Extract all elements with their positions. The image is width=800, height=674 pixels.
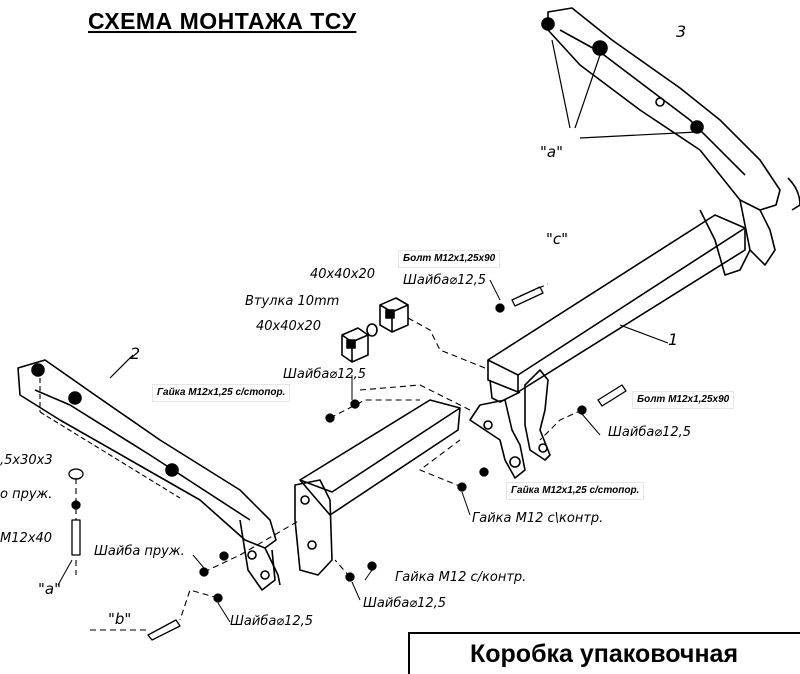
label-washer-left: Шайба⌀12,5	[283, 367, 367, 382]
receiver-tube	[294, 399, 461, 576]
point-label-a-left: "a"	[38, 580, 61, 598]
label-left-spring: о пруж.	[0, 487, 53, 502]
crossbar-1	[469, 214, 746, 479]
part-number-2: 2	[130, 344, 141, 363]
label-nut-counter-bottom: Гайка М12 с/контр.	[395, 570, 527, 585]
package-box: Коробка упаковочная	[408, 632, 800, 674]
part-number-3: 3	[676, 22, 687, 41]
label-spacer-2: 40х40х20	[256, 319, 322, 334]
label-nut-lock-center: Гайка М12х1,25 с/стопор.	[506, 482, 645, 500]
part-number-1: 1	[668, 330, 679, 349]
label-bolt-right: Болт М12х1,25х90	[632, 391, 735, 409]
diagram-title: СХЕМА МОНТАЖА ТСУ	[88, 8, 357, 34]
leader-lines	[57, 279, 601, 623]
label-left-bolt: М12х40	[0, 531, 52, 546]
point-label-c: "c"	[546, 230, 569, 248]
label-washer-right: Шайба⌀12,5	[608, 425, 692, 440]
label-washer-top: Шайба⌀12,5	[403, 273, 487, 288]
label-washer-bottom-center: Шайба⌀12,5	[363, 596, 447, 611]
left-bracket-2	[17, 354, 281, 591]
drawing-lines	[17, 7, 800, 641]
point-label-b: "b"	[108, 610, 132, 628]
label-bolt-top: Болт М12х1,25х90	[398, 250, 501, 268]
assembly-diagram: СХЕМА МОНТАЖА ТСУ 3 1 2 "a" "c" "a" "b" …	[0, 7, 800, 674]
label-nut-lock-left: Гайка М12х1,25 с/стопор.	[152, 384, 291, 402]
label-left-washer-size: ,5х30х3	[0, 453, 53, 468]
label-nut-counter-center: Гайка М12 с\контр.	[472, 511, 604, 526]
label-washer-bottom-left: Шайба⌀12,5	[230, 614, 314, 629]
fasteners	[68, 286, 627, 641]
spacers	[341, 297, 409, 363]
label-spacer-1: 40х40х20	[310, 267, 376, 282]
assembly-lines	[75, 283, 583, 631]
right-bracket-3	[541, 7, 800, 276]
point-label-a-right: "a"	[540, 143, 563, 161]
label-sleeve: Втулка 10mm	[245, 294, 340, 309]
package-label: Коробка упаковочная	[470, 640, 739, 668]
label-washer-spring: Шайба пруж.	[94, 544, 185, 559]
